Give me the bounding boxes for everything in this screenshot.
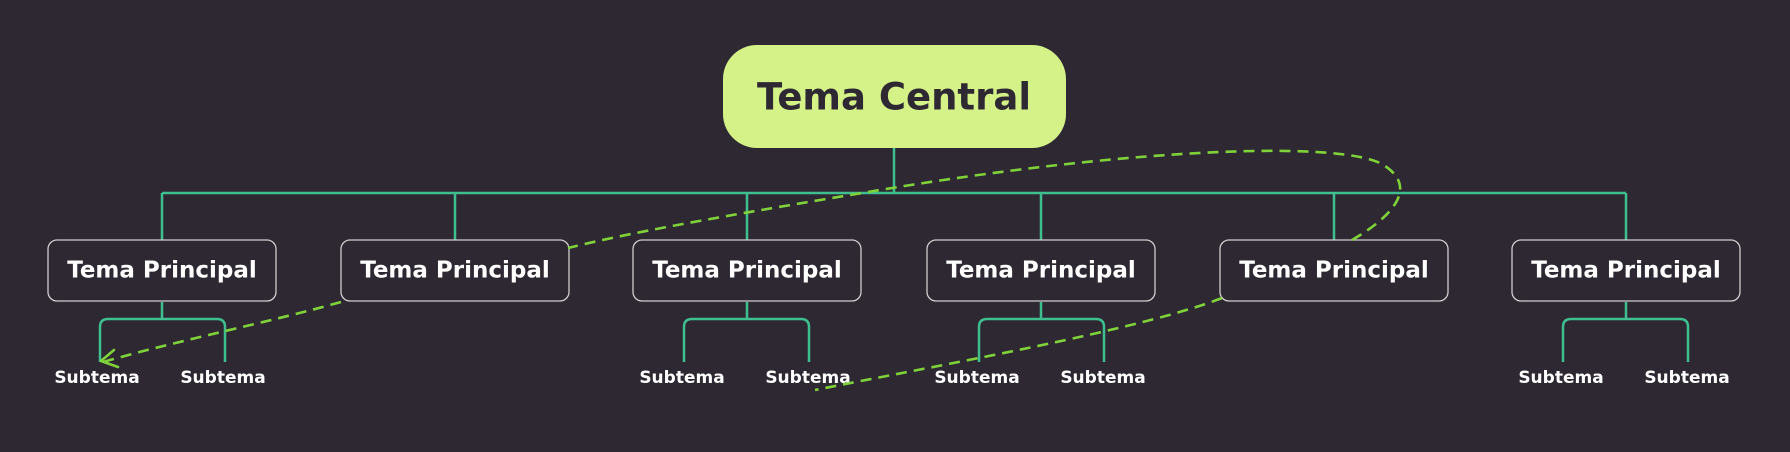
arrowhead-icon — [99, 348, 120, 369]
main-topic-label: Tema Principal — [360, 258, 550, 284]
central-topic-box — [723, 45, 1066, 148]
sub-connector-4 — [977, 302, 1106, 362]
sub-connector-6 — [1561, 302, 1690, 362]
subtopic[interactable]: Subtema — [1518, 368, 1603, 388]
relationship-curve-to-subtema[interactable] — [102, 300, 342, 364]
main-topic-box — [1219, 239, 1449, 302]
subtopic-connectors — [98, 302, 1690, 362]
relationship-curve-loop[interactable] — [567, 149, 1402, 250]
main-topic-label: Tema Principal — [67, 258, 257, 284]
main-topic-box — [47, 239, 277, 302]
main-topic-label: Tema Principal — [1531, 258, 1721, 284]
sub-connector-3 — [682, 302, 811, 362]
subtopic[interactable]: Subtema — [1644, 368, 1729, 388]
main-topic-label: Tema Principal — [652, 258, 842, 284]
subtopics: Subtema Subtema Subtema Subtema Subtema … — [54, 368, 1729, 388]
main-topic-3[interactable]: Tema Principal — [632, 239, 862, 302]
subtopic[interactable]: Subtema — [180, 368, 265, 388]
main-topic-label: Tema Principal — [1239, 258, 1429, 284]
subtopic[interactable]: Subtema — [54, 368, 139, 388]
main-topic-label: Tema Principal — [946, 258, 1136, 284]
main-topic-4[interactable]: Tema Principal — [926, 239, 1156, 302]
main-topic-box — [926, 239, 1156, 302]
subtopic[interactable]: Subtema — [765, 368, 850, 388]
main-topic-6[interactable]: Tema Principal — [1511, 239, 1741, 302]
main-topic-1[interactable]: Tema Principal — [47, 239, 277, 302]
central-topic[interactable]: Tema Central — [723, 45, 1066, 148]
relationship-lines — [102, 149, 1402, 392]
main-topic-box — [632, 239, 862, 302]
subtopic[interactable]: Subtema — [1060, 368, 1145, 388]
central-topic-label: Tema Central — [757, 76, 1031, 119]
subtopic[interactable]: Subtema — [934, 368, 1019, 388]
sub-connector-1 — [98, 302, 227, 362]
trunk-connectors — [160, 148, 1628, 240]
relationship-curve-lower[interactable] — [814, 296, 1223, 392]
main-topic-2[interactable]: Tema Principal — [340, 239, 570, 302]
main-topic-box — [1511, 239, 1741, 302]
subtopic[interactable]: Subtema — [639, 368, 724, 388]
main-topic-box — [340, 239, 570, 302]
main-topic-5[interactable]: Tema Principal — [1219, 239, 1449, 302]
